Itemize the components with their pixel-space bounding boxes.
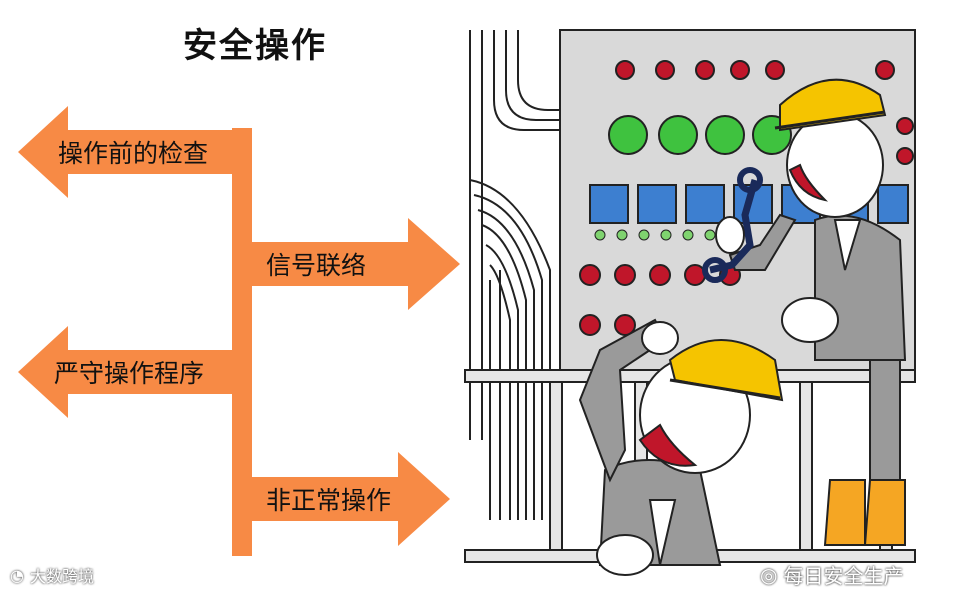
diagram-stem <box>232 128 252 556</box>
watermark-right: ◎ 每日安全生产 <box>760 560 903 589</box>
cable-bundle <box>469 30 560 520</box>
watermark-right-text: 每日安全生产 <box>783 564 904 588</box>
branch-label-abnormal: 非正常操作 <box>266 486 392 515</box>
branch-label-pre-check: 操作前的检查 <box>58 139 209 168</box>
branch-arrow-pre-check: 操作前的检查 <box>18 106 252 198</box>
branch-arrow-procedure: 严守操作程序 <box>18 326 252 418</box>
diagram-title: 安全操作 <box>183 26 327 66</box>
watermark-left: ◔ 大数跨境 <box>10 563 94 587</box>
branch-arrow-signal: 信号联络 <box>232 218 460 310</box>
left-arrow-shape <box>18 106 252 198</box>
control-panel-illustration <box>464 29 916 576</box>
left-arrow-shape <box>18 326 252 418</box>
worker-with-wrench <box>702 78 907 546</box>
branch-label-signal: 信号联络 <box>266 251 367 280</box>
watermark-left-text: 大数跨境 <box>29 567 94 586</box>
right-arrow-shape <box>232 452 450 546</box>
wechat-icon: ◎ <box>760 562 778 587</box>
red-knob-row <box>615 60 914 165</box>
status-dots <box>594 229 716 241</box>
branch-arrow-abnormal: 非正常操作 <box>232 452 450 546</box>
watermark-logo-icon: ◔ <box>10 565 24 585</box>
branch-label-procedure: 严守操作程序 <box>54 359 205 388</box>
worker-signalling <box>578 318 784 576</box>
right-arrow-shape <box>232 218 460 310</box>
